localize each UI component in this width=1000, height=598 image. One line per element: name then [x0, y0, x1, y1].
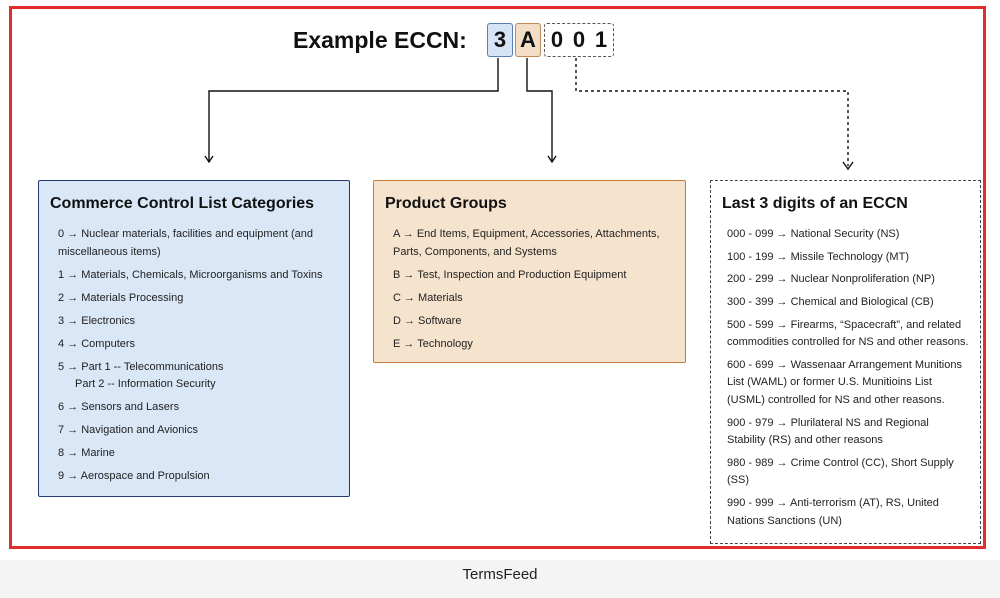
example-eccn-label: Example ECCN:	[293, 27, 467, 53]
list-item: A → End Items, Equipment, Accessories, A…	[393, 228, 660, 258]
list-item: 6 → Sensors and Lasers	[58, 401, 180, 413]
last-digits-info-box: Last 3 digits of an ECCN 000 - 099 → Nat…	[710, 180, 981, 544]
connector-arrows	[204, 58, 854, 171]
list-item: E → Technology	[393, 337, 473, 350]
list-item: 500 - 599 → Firearms, “Spacecraft”, and …	[727, 318, 969, 349]
list-item: 8 → Marine	[58, 447, 115, 459]
list-item: 2 → Materials Processing	[58, 291, 184, 304]
list-item: C → Materials	[393, 291, 463, 304]
list-item-subline: Part 2 -- Information Security	[75, 378, 216, 390]
group-letter-box: A	[515, 23, 541, 57]
list-item: D → Software	[393, 314, 462, 327]
ccl-categories-box: Commerce Control List Categories 0 → Nuc…	[38, 180, 350, 497]
product-groups-title: Product Groups	[385, 195, 507, 212]
list-item-text: 5 → Part 1 -- Telecommunications	[58, 360, 224, 373]
list-item: B → Test, Inspection and Production Equi…	[393, 268, 627, 281]
ccl-categories-list: 0 → Nuclear materials, facilities and eq…	[50, 226, 339, 486]
last-digits-title: Last 3 digits of an ECCN	[722, 195, 908, 212]
list-item: 200 - 299 → Nuclear Nonproliferation (NP…	[727, 273, 935, 286]
ccl-categories-title: Commerce Control List Categories	[50, 195, 315, 212]
list-item: 900 - 979 → Plurilateral NS and Regional…	[727, 416, 929, 447]
list-item: 000 - 099 → National Security (NS)	[727, 228, 900, 240]
list-item: 300 - 399 → Chemical and Biological (CB)	[727, 296, 934, 309]
arrow-to-categories	[204, 58, 499, 164]
last-digit-1: 0	[550, 27, 564, 52]
product-groups-box: Product Groups A → End Items, Equipment,…	[373, 180, 686, 363]
list-item: 9 → Aerospace and Propulsion	[58, 470, 210, 482]
red-frame	[9, 6, 986, 549]
product-groups-list: A → End Items, Equipment, Accessories, A…	[385, 226, 675, 353]
category-digit-box: 3	[487, 23, 513, 57]
termsfeed-footer: TermsFeed	[462, 566, 538, 583]
list-item: 5 → Part 1 -- Telecommunications Part 2 …	[58, 359, 339, 394]
arrow-to-product-groups	[526, 58, 557, 164]
list-item: 1 → Materials, Chemicals, Microorganisms…	[58, 268, 323, 281]
last-digit-3: 1	[594, 27, 608, 52]
list-item: 980 - 989 → Crime Control (CC), Short Su…	[727, 456, 954, 487]
last-digits-list: 000 - 099 → National Security (NS) 100 -…	[722, 226, 970, 530]
arrow-to-last-digits	[575, 58, 849, 166]
list-item: 100 - 199 → Missile Technology (MT)	[727, 250, 909, 263]
list-item: 0 → Nuclear materials, facilities and eq…	[58, 228, 313, 258]
list-item: 3 → Electronics	[58, 314, 136, 327]
list-item: 7 → Navigation and Avionics	[58, 424, 198, 436]
list-item: 990 - 999 → Anti-terrorism (AT), RS, Uni…	[727, 497, 939, 527]
last-digit-2: 0	[572, 27, 586, 52]
list-item: 4 → Computers	[58, 337, 136, 350]
list-item: 600 - 699 → Wassenaar Arrangement Muniti…	[727, 358, 962, 406]
